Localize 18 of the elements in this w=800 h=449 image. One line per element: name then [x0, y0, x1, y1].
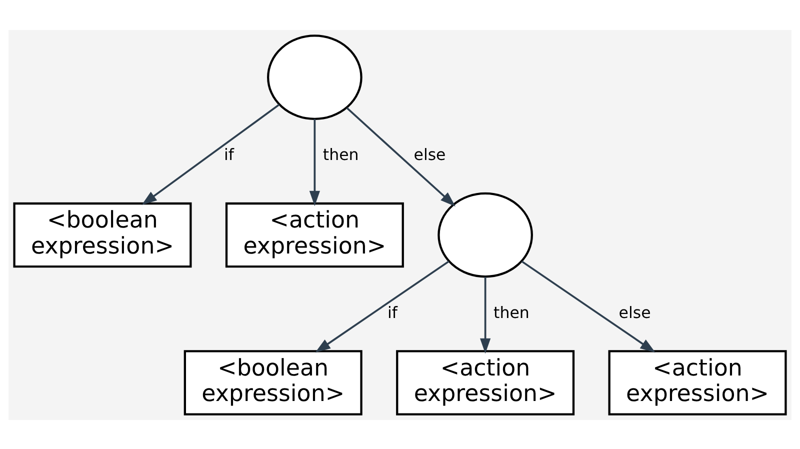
arrow	[480, 276, 491, 354]
arrow	[142, 103, 280, 205]
edge-label: if	[387, 302, 398, 322]
arrow	[315, 260, 450, 352]
node-box: <action expression>	[225, 202, 404, 268]
edge-label: else	[414, 144, 446, 164]
node-box: <boolean expression>	[13, 202, 192, 268]
arrow	[309, 118, 320, 206]
edge-label: if	[224, 144, 234, 164]
node-box: <action expression>	[608, 350, 787, 415]
arrow	[521, 260, 656, 352]
edge-label: then	[322, 144, 359, 164]
edge-label: then	[494, 302, 530, 322]
node-box: <boolean expression>	[184, 350, 362, 415]
node-box: <action expression>	[396, 350, 575, 415]
edge-label: else	[618, 302, 651, 322]
arrow	[346, 106, 456, 206]
node-circle	[267, 34, 362, 120]
